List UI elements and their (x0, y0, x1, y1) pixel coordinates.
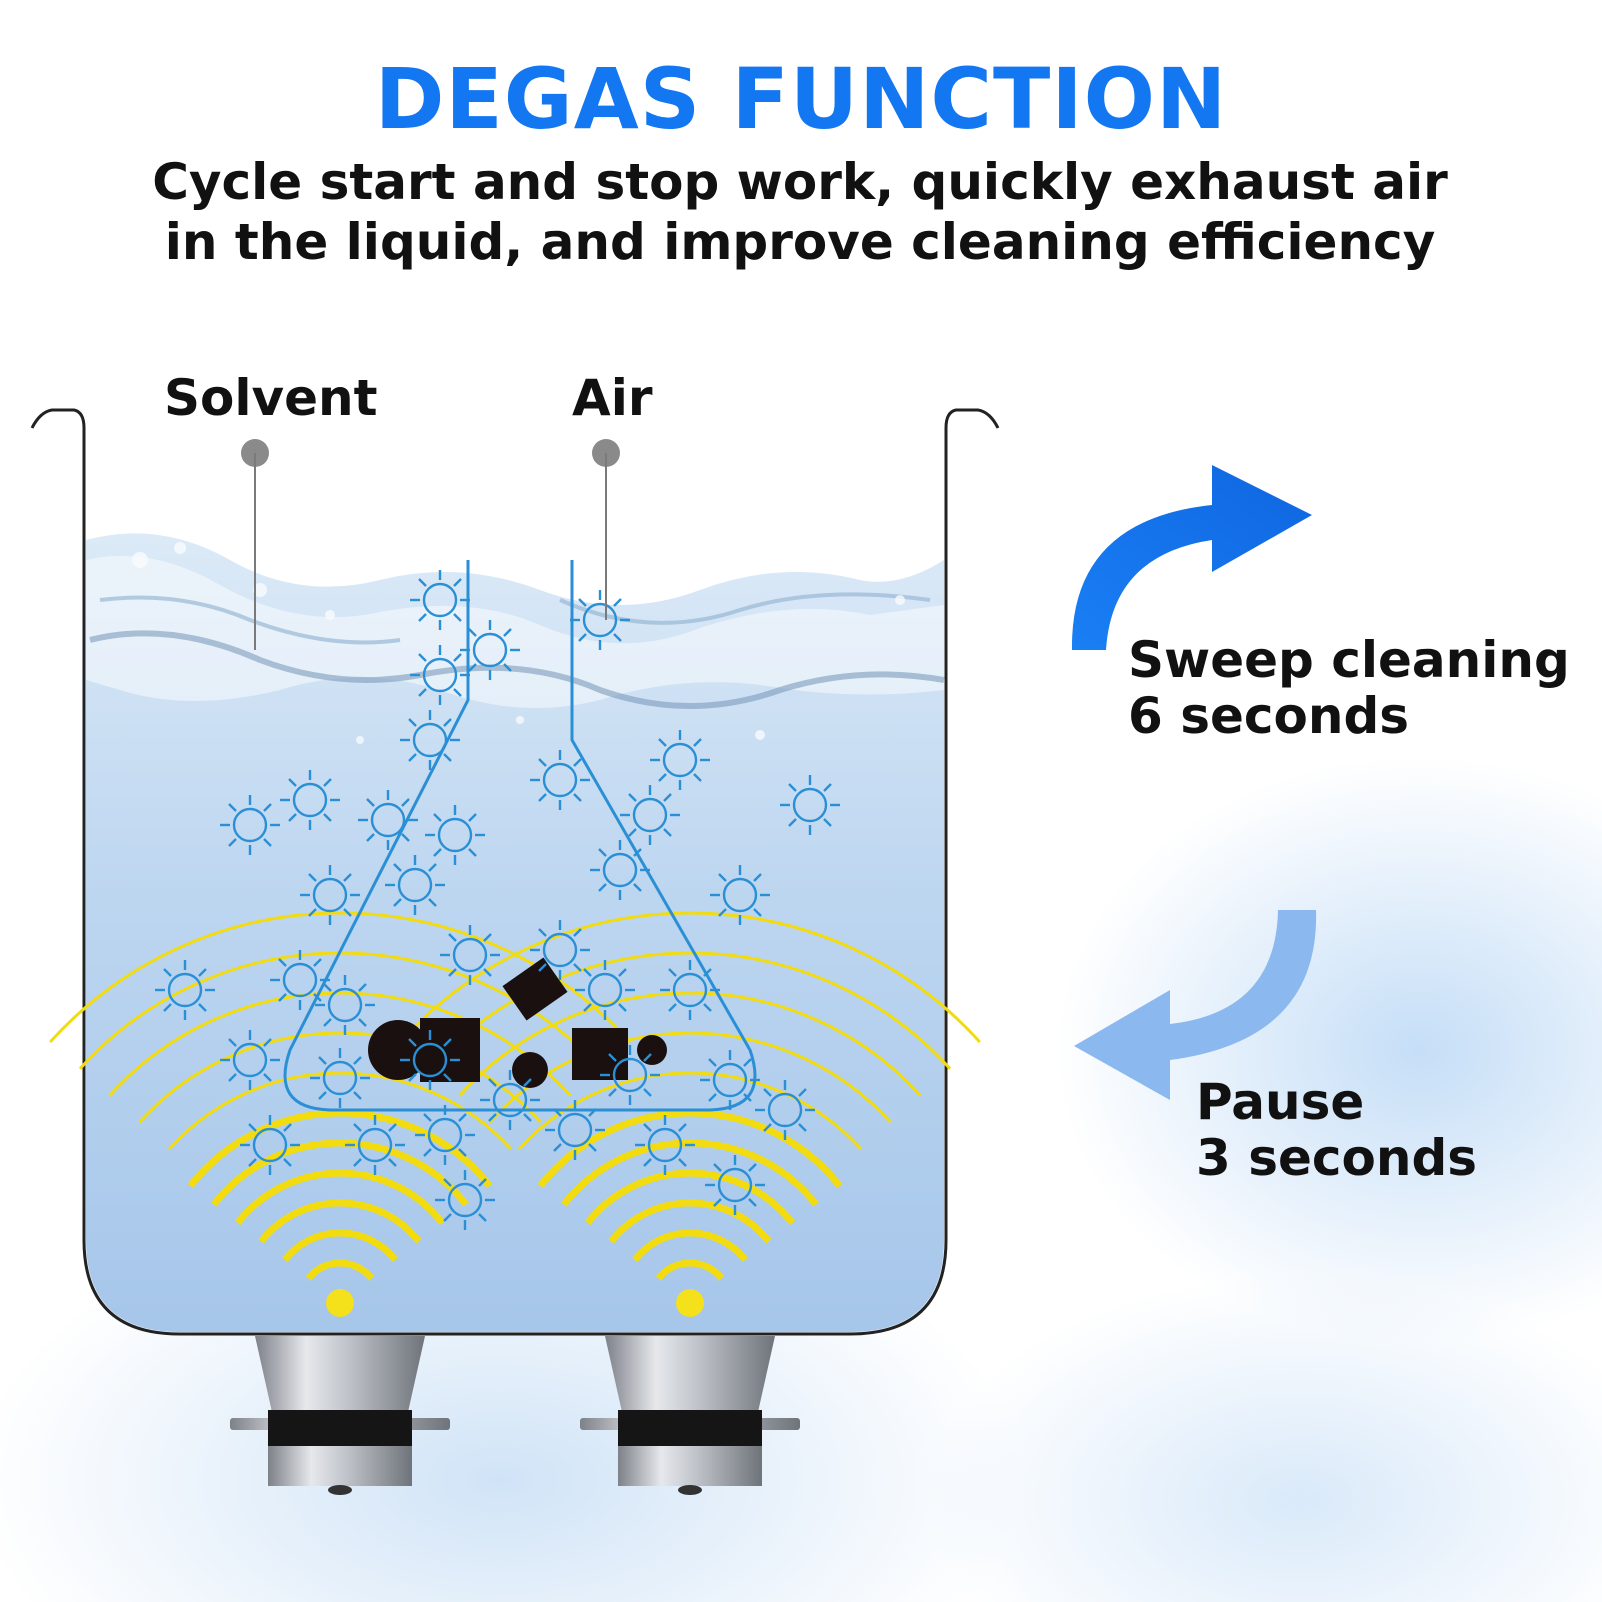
curved-arrow-left-icon (1074, 910, 1317, 1100)
wave-arc (258, 1199, 422, 1244)
sweep-line-1: Sweep cleaning (1128, 631, 1570, 689)
wave-arc (234, 1169, 446, 1226)
wave-arc (211, 1139, 469, 1207)
wave-arc (428, 951, 952, 1070)
water-surface (86, 532, 945, 744)
wave-arc (608, 1199, 772, 1244)
wave-arc (632, 1229, 748, 1263)
subtitle-line-1: Cycle start and stop work, quickly exhau… (152, 153, 1448, 211)
sweep-line-2: 6 seconds (1128, 687, 1410, 745)
pause-line-2: 3 seconds (1196, 1129, 1478, 1187)
emitter-dot-left (326, 1289, 354, 1317)
wave-arc (282, 1229, 398, 1263)
pause-label: Pause 3 seconds (1196, 1074, 1477, 1186)
wave-arc (187, 1109, 493, 1189)
wave-arc (655, 1259, 725, 1281)
wave-arc (108, 991, 572, 1097)
subtitle-line-2: in the liquid, and improve cleaning effi… (164, 213, 1436, 271)
air-label: Air (572, 369, 653, 427)
wave-arc (561, 1139, 819, 1207)
emitter-dot-right (676, 1289, 704, 1317)
subtitle: Cycle start and stop work, quickly exhau… (100, 152, 1500, 272)
wave-arc (584, 1169, 796, 1226)
page-title: DEGAS FUNCTION (374, 50, 1228, 148)
water-body (86, 533, 944, 1332)
flask-outline (283, 560, 757, 1112)
air-pointer (592, 439, 620, 620)
wave-arc (517, 1071, 863, 1151)
wave-arc (399, 911, 981, 1044)
wave-arc (458, 991, 922, 1097)
tank (30, 408, 1000, 1336)
solvent-label: Solvent (164, 369, 378, 427)
curved-arrow-right-icon (1071, 465, 1312, 650)
wave-arc (167, 1071, 513, 1151)
dirt-particles (368, 957, 667, 1088)
sweep-cleaning-label: Sweep cleaning 6 seconds (1128, 632, 1570, 744)
solvent-pointer (241, 439, 269, 650)
pause-line-1: Pause (1196, 1073, 1365, 1131)
wave-arc (305, 1259, 375, 1281)
transducer-icon (230, 1336, 800, 1495)
